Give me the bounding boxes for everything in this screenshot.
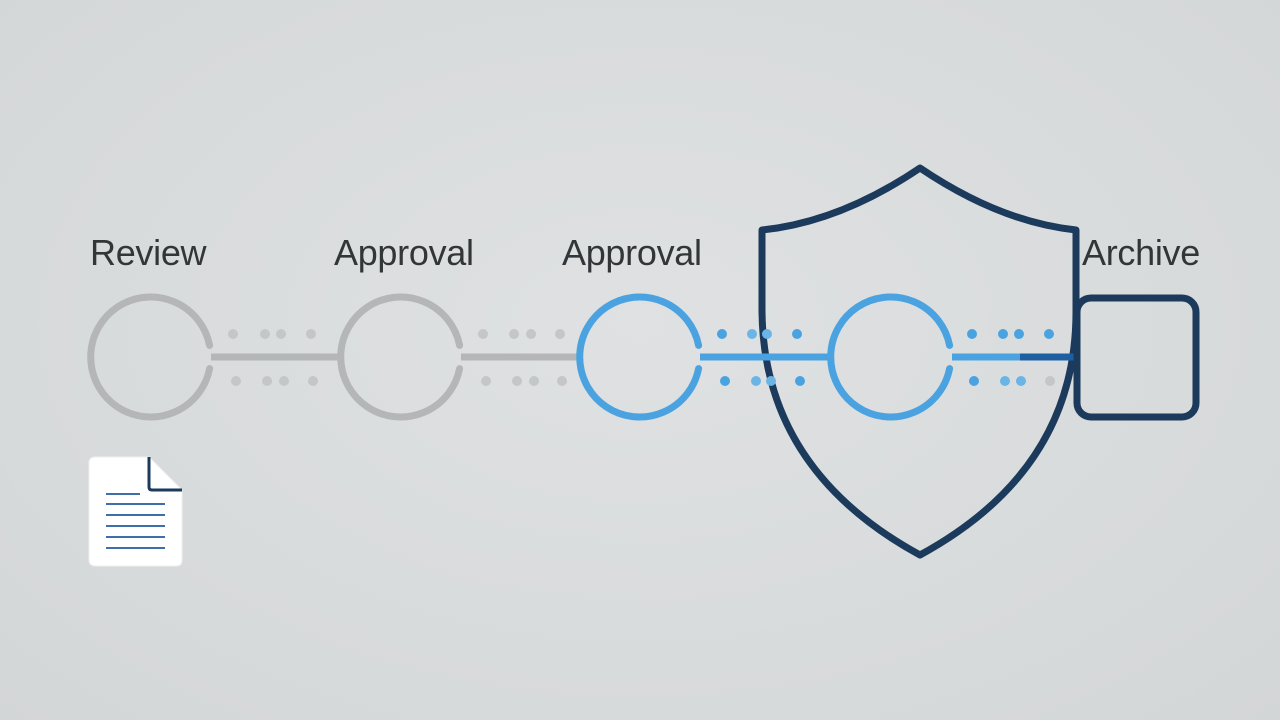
document-icon <box>88 456 183 567</box>
connector-approval-secure <box>700 329 830 386</box>
stage-label-approval: Approval <box>334 232 474 273</box>
archive-square-icon <box>1073 294 1200 421</box>
stage-label-approval-active: Approval <box>562 232 702 273</box>
connector-secure-archive <box>952 329 1074 386</box>
stage-label-archive: Archive <box>1082 232 1200 273</box>
connector-review-approval <box>211 329 338 386</box>
stage-label-review: Review <box>90 232 207 273</box>
stage-node-approval <box>337 293 464 421</box>
shield-icon <box>758 164 1080 559</box>
stage-node-approval-active <box>576 293 703 421</box>
stage-node-review <box>87 293 214 421</box>
connector-approval-approval <box>461 329 578 386</box>
stage-node-secure <box>827 293 954 421</box>
